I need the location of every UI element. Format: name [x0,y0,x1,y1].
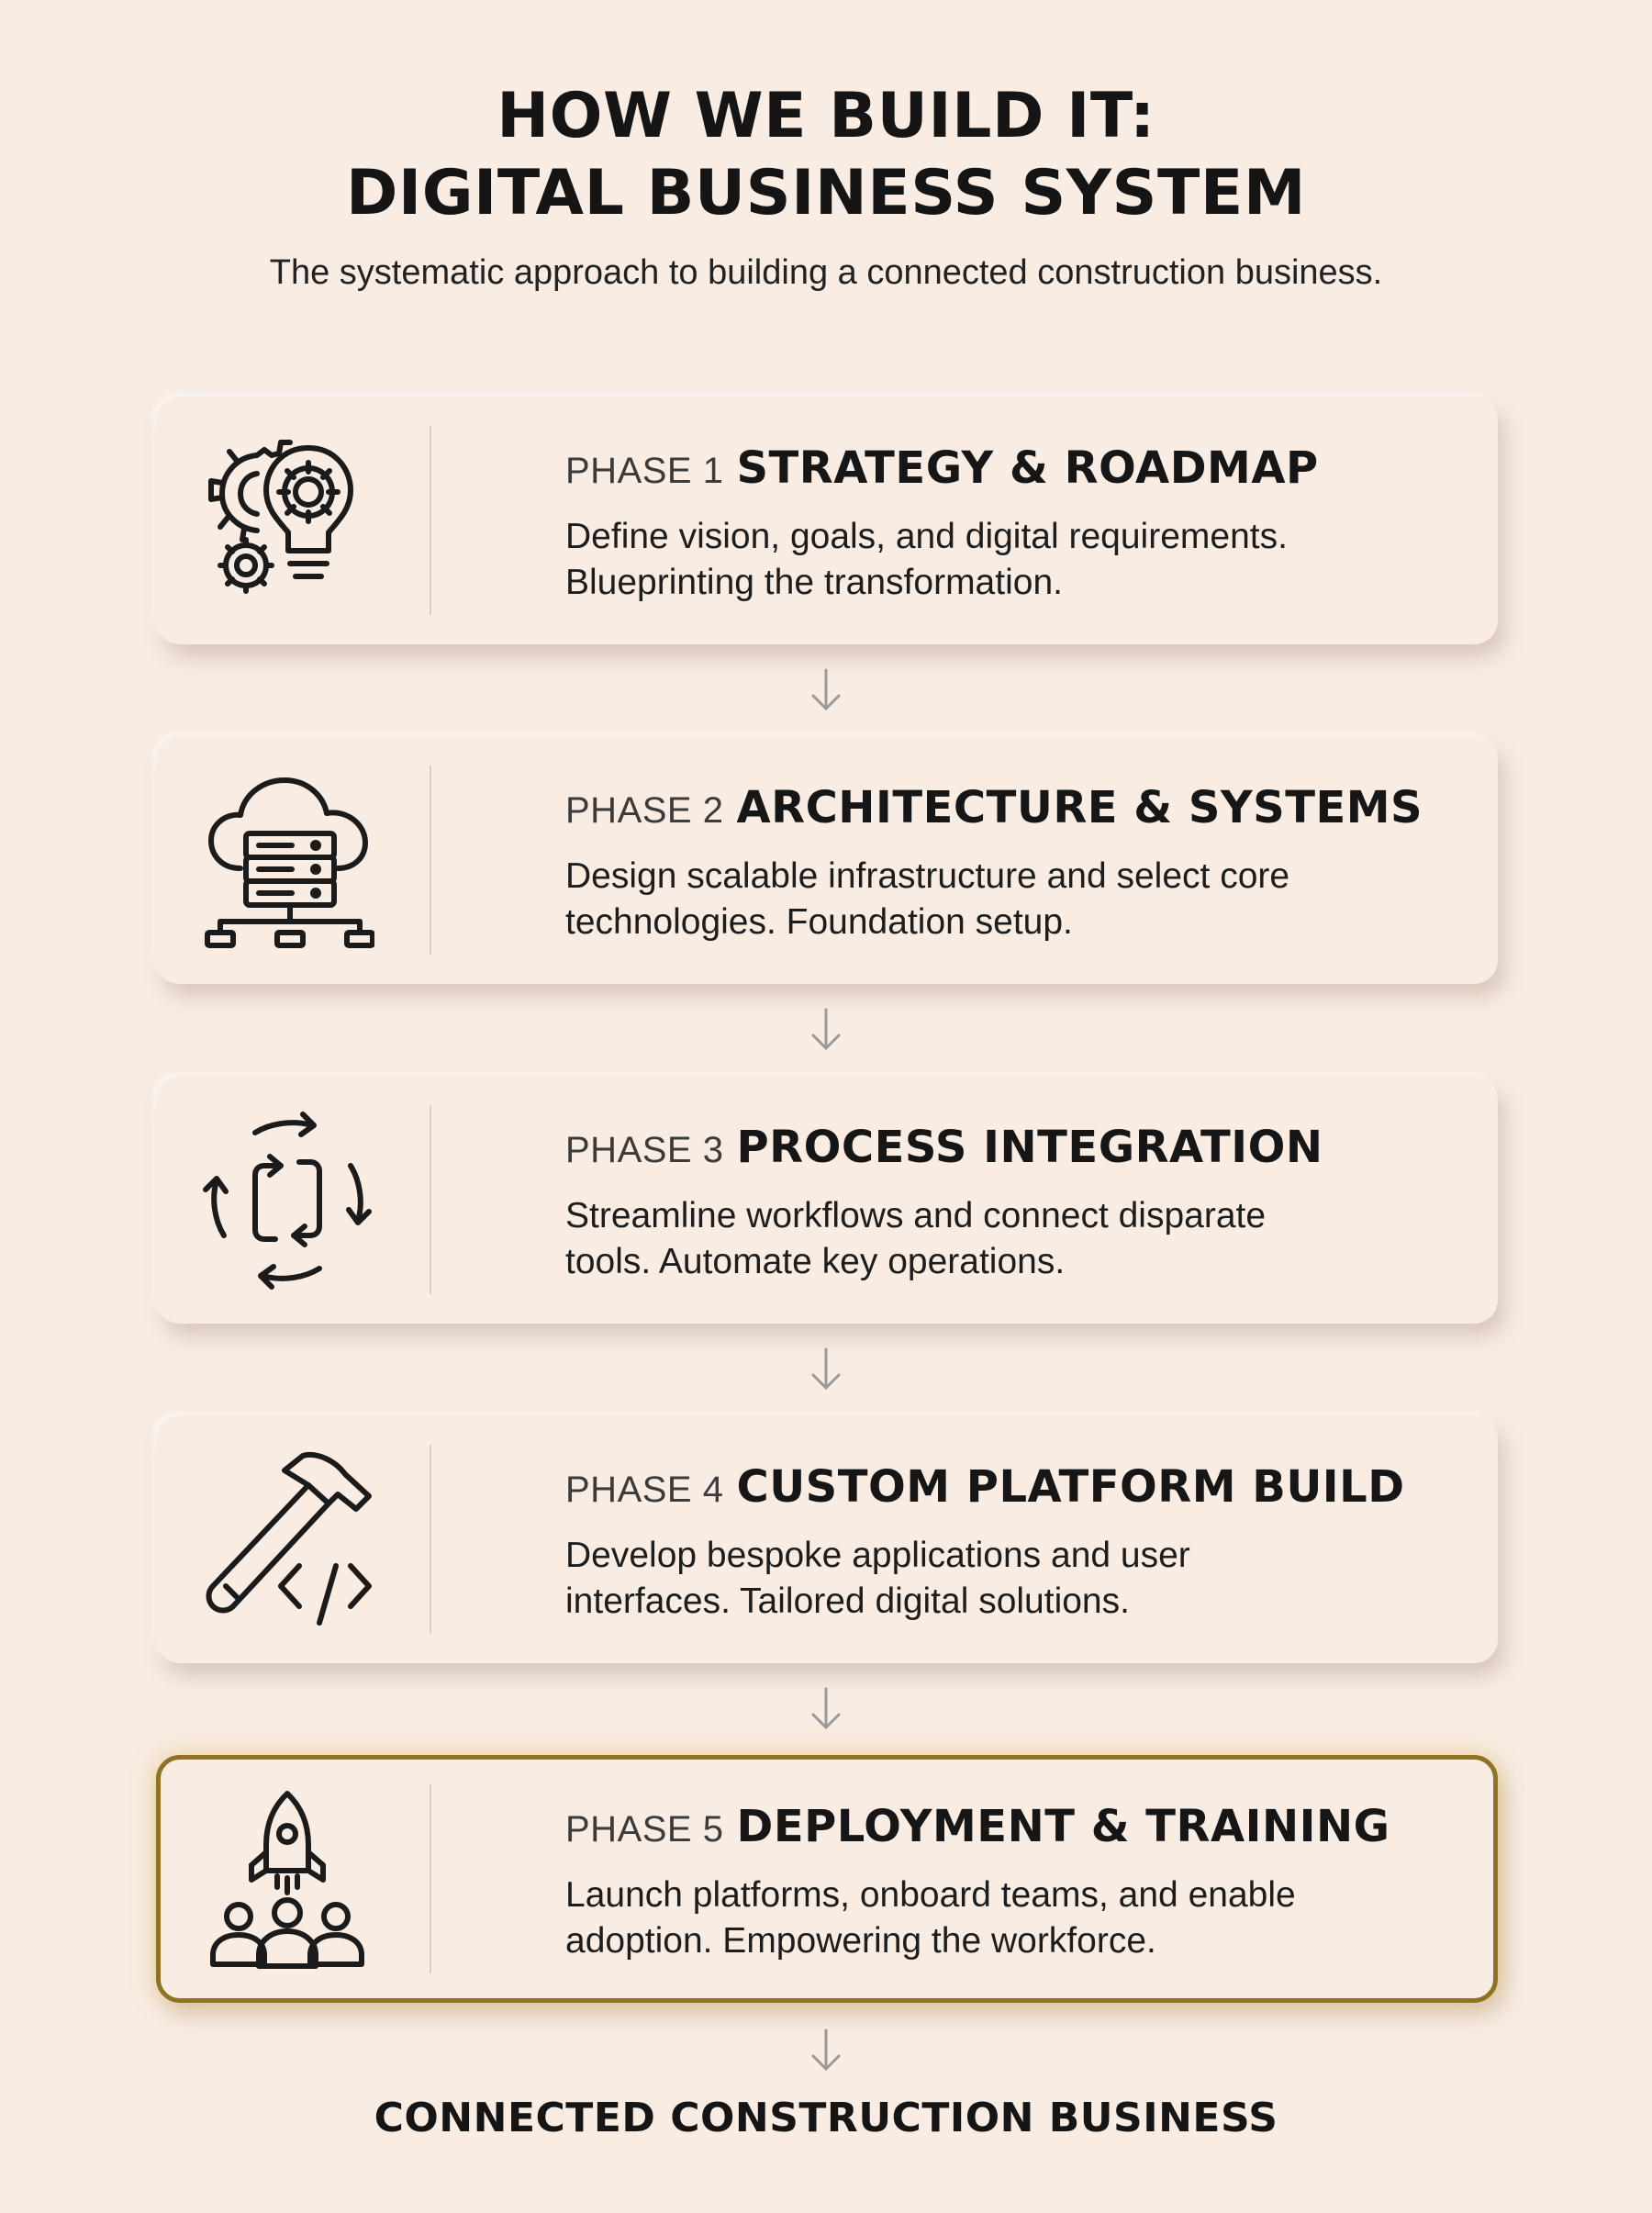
sync-cycle-icon [203,1112,372,1290]
footer-label: CONNECTED CONSTRUCTION BUSINESS [374,2095,1278,2141]
rocket-team-icon [210,1791,364,1969]
down-arrow-icon [811,1687,841,1730]
phase-description: Define vision, goals, and digital requir… [565,514,1474,606]
phase-description: Launch platforms, onboard teams, and ena… [565,1872,1474,1964]
description-line: Develop bespoke applications and user [565,1536,1190,1575]
phase-label: PHASE 1 [565,451,724,491]
phase-card-3: PHASE 3 PROCESS INTEGRATION Streamline wo… [156,1076,1498,1324]
phase-card-1: PHASE 1 STRATEGY & ROADMAP Define vision,… [156,397,1498,644]
card-divider [430,1784,431,1973]
phase-heading: PHASE 3 PROCESS INTEGRATION [565,1122,1323,1173]
description-line: technologies. Foundation setup. [565,902,1073,942]
phase-label: PHASE 5 [565,1809,724,1850]
gears-lightbulb-icon [208,440,353,594]
phase-title: ARCHITECTURE & SYSTEMS [736,782,1423,833]
page-title-line-1: HOW WE BUILD IT: [497,80,1155,152]
phase-card-4: PHASE 4 CUSTOM PLATFORM BUILD Develop bes… [156,1415,1498,1663]
page-title-line-2: DIGITAL BUSINESS SYSTEM [345,157,1307,229]
phase-heading: PHASE 5 DEPLOYMENT & TRAINING [565,1801,1390,1852]
description-line: Define vision, goals, and digital requir… [565,517,1288,556]
cloud-server-network-icon [205,777,374,948]
description-line: interfaces. Tailored digital solutions. [565,1582,1130,1621]
phase-title: DEPLOYMENT & TRAINING [736,1801,1390,1852]
description-line: Blueprinting the transformation. [565,563,1063,602]
description-line: Design scalable infrastructure and selec… [565,856,1290,896]
description-line: Streamline workflows and connect dispara… [565,1196,1267,1235]
phase-label: PHASE 3 [565,1130,724,1170]
page-subtitle: The systematic approach to building a co… [269,253,1383,292]
description-line: Launch platforms, onboard teams, and ena… [565,1875,1296,1915]
description-line: tools. Automate key operations. [565,1242,1066,1281]
phase-card-5: PHASE 5 DEPLOYMENT & TRAINING Launch plat… [156,1755,1498,2003]
phase-label: PHASE 2 [565,790,724,831]
phase-description: Design scalable infrastructure and selec… [565,854,1474,945]
phase-heading: PHASE 1 STRATEGY & ROADMAP [565,442,1319,494]
description-line: adoption. Empowering the workforce. [565,1921,1156,1961]
phase-label: PHASE 4 [565,1470,724,1510]
card-divider [430,766,431,955]
down-arrow-icon [811,1008,841,1051]
phase-description: Streamline workflows and connect dispara… [565,1193,1474,1285]
down-arrow-icon [811,2029,841,2072]
card-divider [430,1445,431,1634]
hammer-code-icon [206,1452,372,1626]
phase-card-2: PHASE 2 ARCHITECTURE & SYSTEMS Design sca… [156,736,1498,984]
phase-title: CUSTOM PLATFORM BUILD [736,1461,1405,1513]
phase-title: STRATEGY & ROADMAP [736,442,1319,494]
phase-description: Develop bespoke applications and user in… [565,1533,1474,1625]
phase-heading: PHASE 4 CUSTOM PLATFORM BUILD [565,1461,1405,1513]
card-divider [430,1105,431,1294]
phase-title: PROCESS INTEGRATION [736,1122,1323,1173]
down-arrow-icon [811,1347,841,1391]
card-divider [430,426,431,615]
down-arrow-icon [811,668,841,711]
phase-heading: PHASE 2 ARCHITECTURE & SYSTEMS [565,782,1423,833]
